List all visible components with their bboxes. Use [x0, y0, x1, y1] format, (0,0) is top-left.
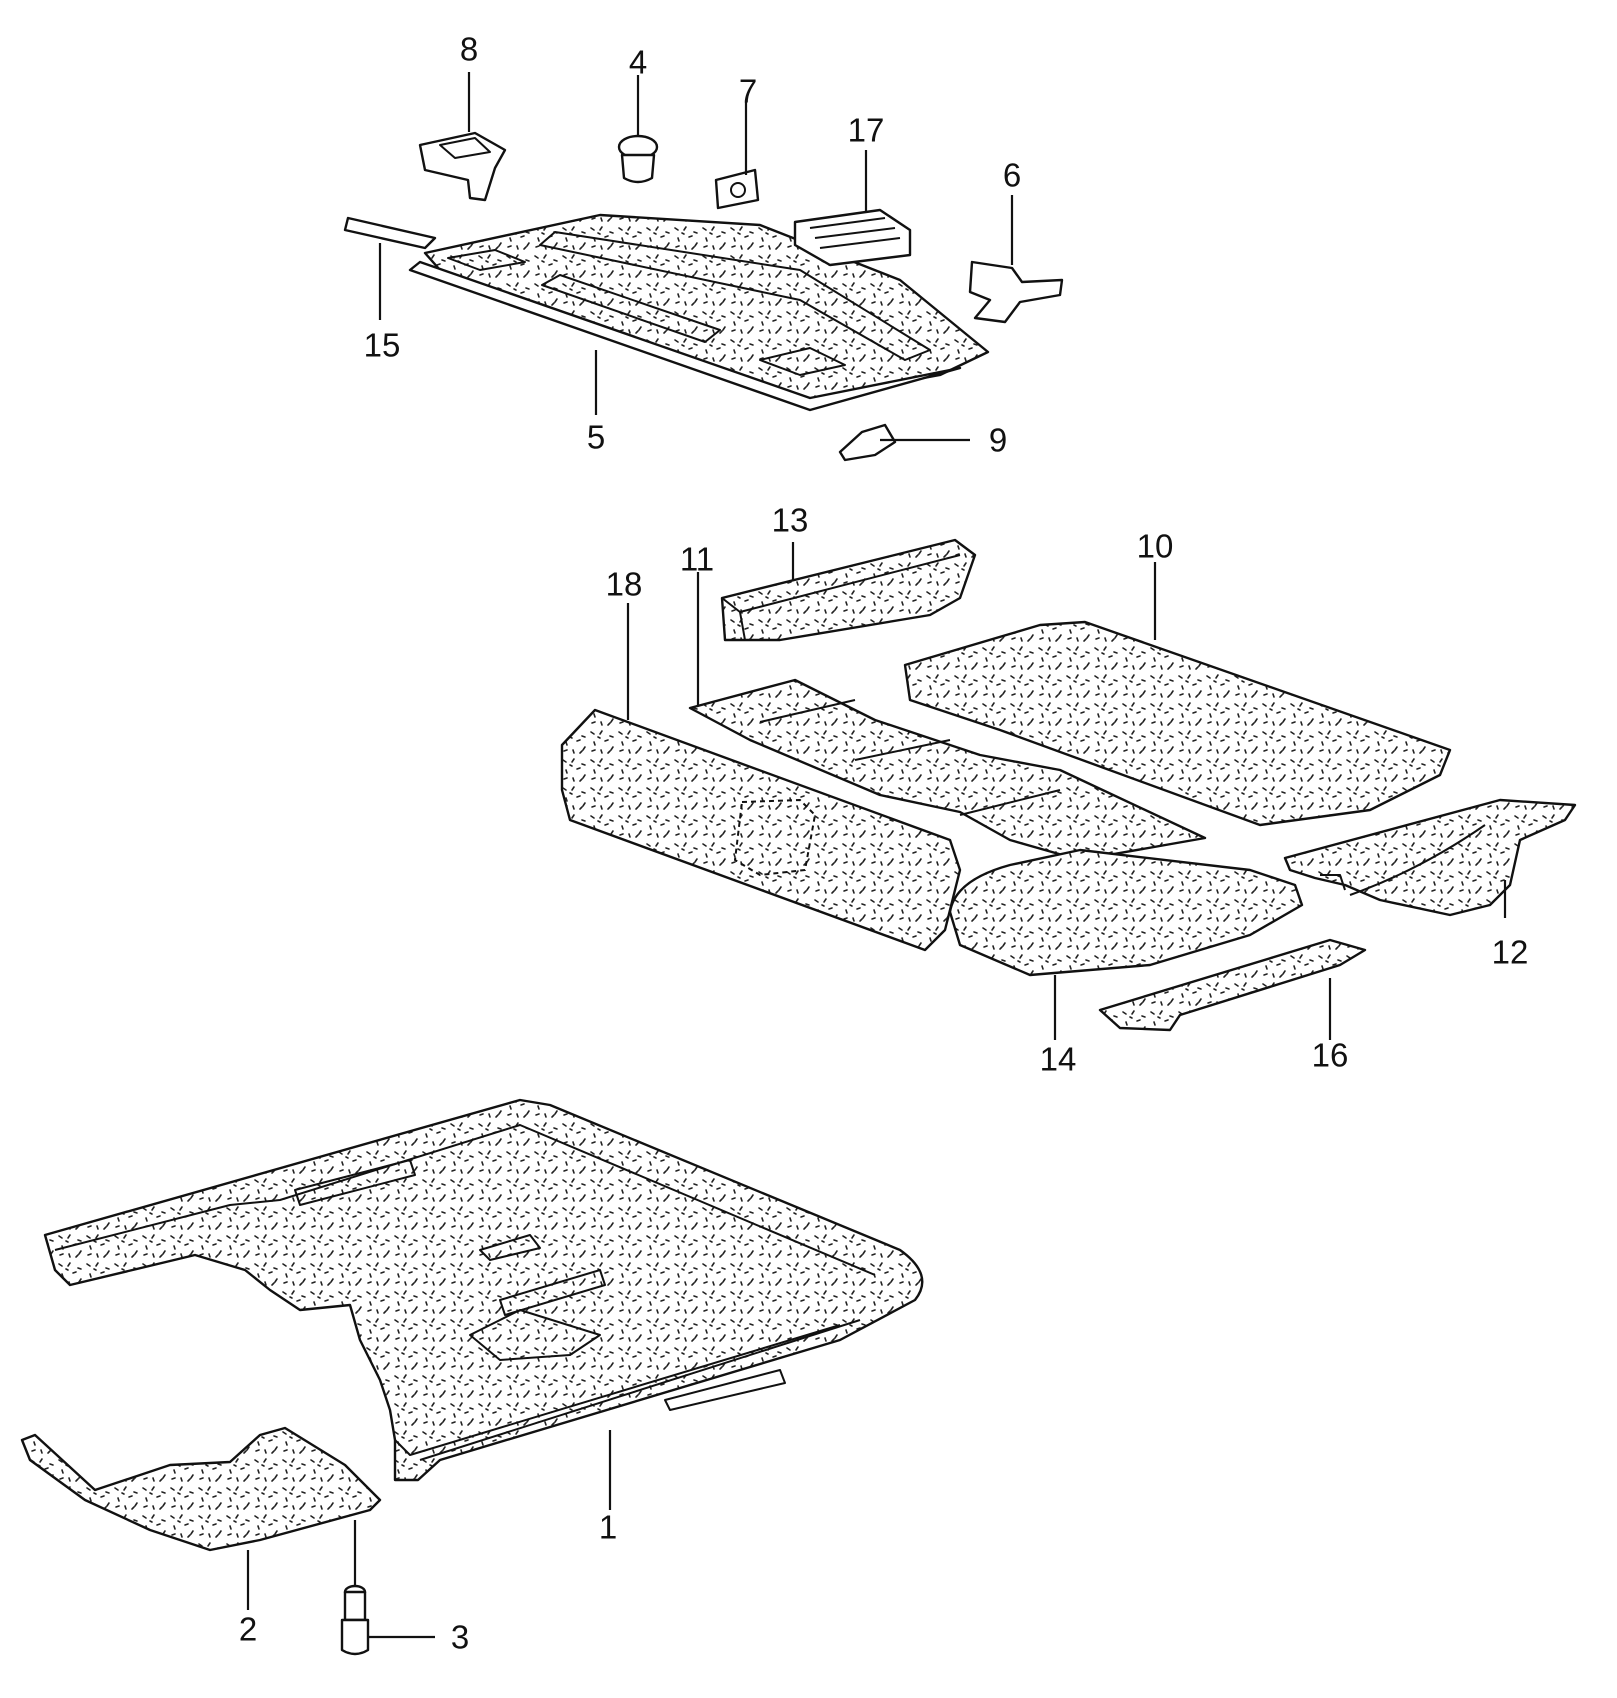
part-6-bracket-shape: [968, 260, 1064, 324]
part-15-strip-shape: [343, 216, 437, 250]
callout-16: 16: [1312, 1037, 1349, 1074]
callout-6: 6: [1003, 157, 1021, 194]
callout-9: 9: [989, 422, 1007, 459]
callout-8: 8: [460, 31, 478, 68]
callout-18: 18: [606, 566, 643, 603]
callout-1: 1: [599, 1509, 617, 1546]
callout-15: 15: [364, 327, 401, 364]
part-11-panel-shape: [688, 678, 1207, 862]
callout-11: 11: [680, 541, 714, 578]
callout-4: 4: [629, 44, 647, 81]
part-13-member-shape: [720, 538, 977, 642]
callout-14: 14: [1040, 1041, 1077, 1078]
part-12-bracket-shape: [1283, 798, 1577, 917]
part-16-panel-shape: [1098, 938, 1367, 1032]
part-14-panel-shape: [948, 848, 1304, 977]
part-2-panel-shape: [20, 1426, 382, 1552]
callout-13: 13: [772, 502, 809, 539]
callout-17: 17: [848, 112, 885, 149]
part-8-clip-shape: [418, 131, 507, 202]
callout-7: 7: [739, 73, 757, 110]
part-10-panel-shape: [903, 620, 1452, 827]
callout-5: 5: [587, 419, 605, 456]
part-4-plug-shape: [617, 134, 659, 184]
callout-10: 10: [1137, 528, 1174, 565]
part-1-floor-shape: [43, 1098, 924, 1482]
part-7-nut-plate-shape: [714, 168, 760, 210]
part-9-bracket-shape: [838, 423, 897, 462]
part-3-pin-shape: [340, 1584, 370, 1656]
callout-3: 3: [451, 1619, 469, 1656]
leader-lines: [246, 72, 1507, 1639]
callout-2: 2: [239, 1611, 257, 1648]
part-17-vent-grille-shape: [793, 208, 912, 267]
callout-12: 12: [1492, 934, 1529, 971]
part-18-panel-shape: [560, 708, 962, 952]
